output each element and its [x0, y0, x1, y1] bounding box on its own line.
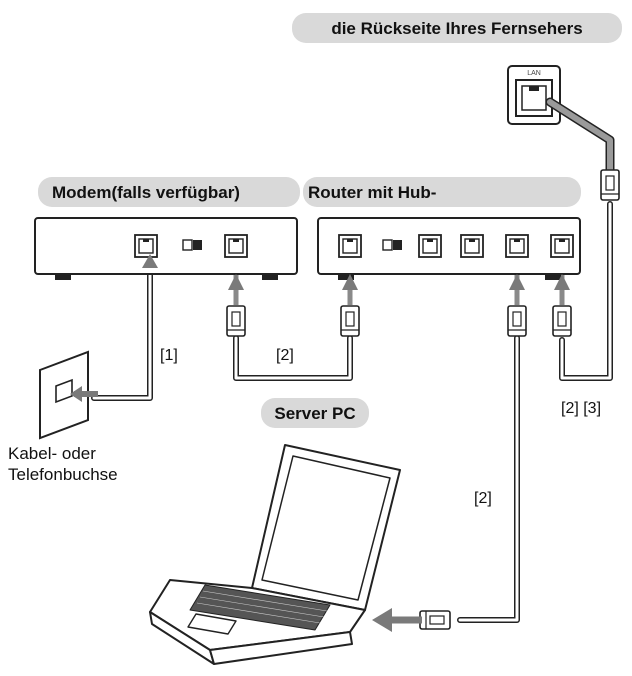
svg-text:Server PC: Server PC — [274, 404, 355, 423]
cable-2-modem-router-label: [2] — [276, 347, 294, 364]
router-hub-device — [317, 217, 581, 280]
tv-back-label: die Rückseite Ihres Fernsehers — [292, 13, 622, 43]
connection-arrows — [142, 254, 570, 290]
modem-device — [34, 217, 298, 280]
modem-label: Modem(falls verfügbar) — [38, 177, 300, 207]
laptop-server-pc — [149, 444, 401, 665]
cable-1-label: [1] — [160, 347, 178, 364]
router-label: Router mit Hub- — [303, 177, 581, 207]
tv-lan-port: LAN — [507, 65, 561, 125]
svg-text:die Rückseite Ihres Fernsehers: die Rückseite Ihres Fernsehers — [331, 19, 582, 38]
svg-text:Router mit Hub-: Router mit Hub- — [308, 183, 436, 202]
wall-socket — [39, 350, 98, 440]
pc-cable-plug — [372, 608, 451, 632]
cables — [91, 97, 615, 623]
cable-2-3-tv-label: [2] [3] — [561, 400, 601, 417]
svg-text:Modem(falls verfügbar): Modem(falls verfügbar) — [52, 183, 240, 202]
wall-socket-label-line2: Telefonbuchse — [8, 465, 118, 484]
server-pc-label: Server PC — [261, 398, 369, 428]
cable-2-pc-label: [2] — [474, 490, 492, 507]
svg-text:LAN: LAN — [527, 70, 541, 77]
wall-socket-label-line1: Kabel- oder — [8, 444, 96, 463]
